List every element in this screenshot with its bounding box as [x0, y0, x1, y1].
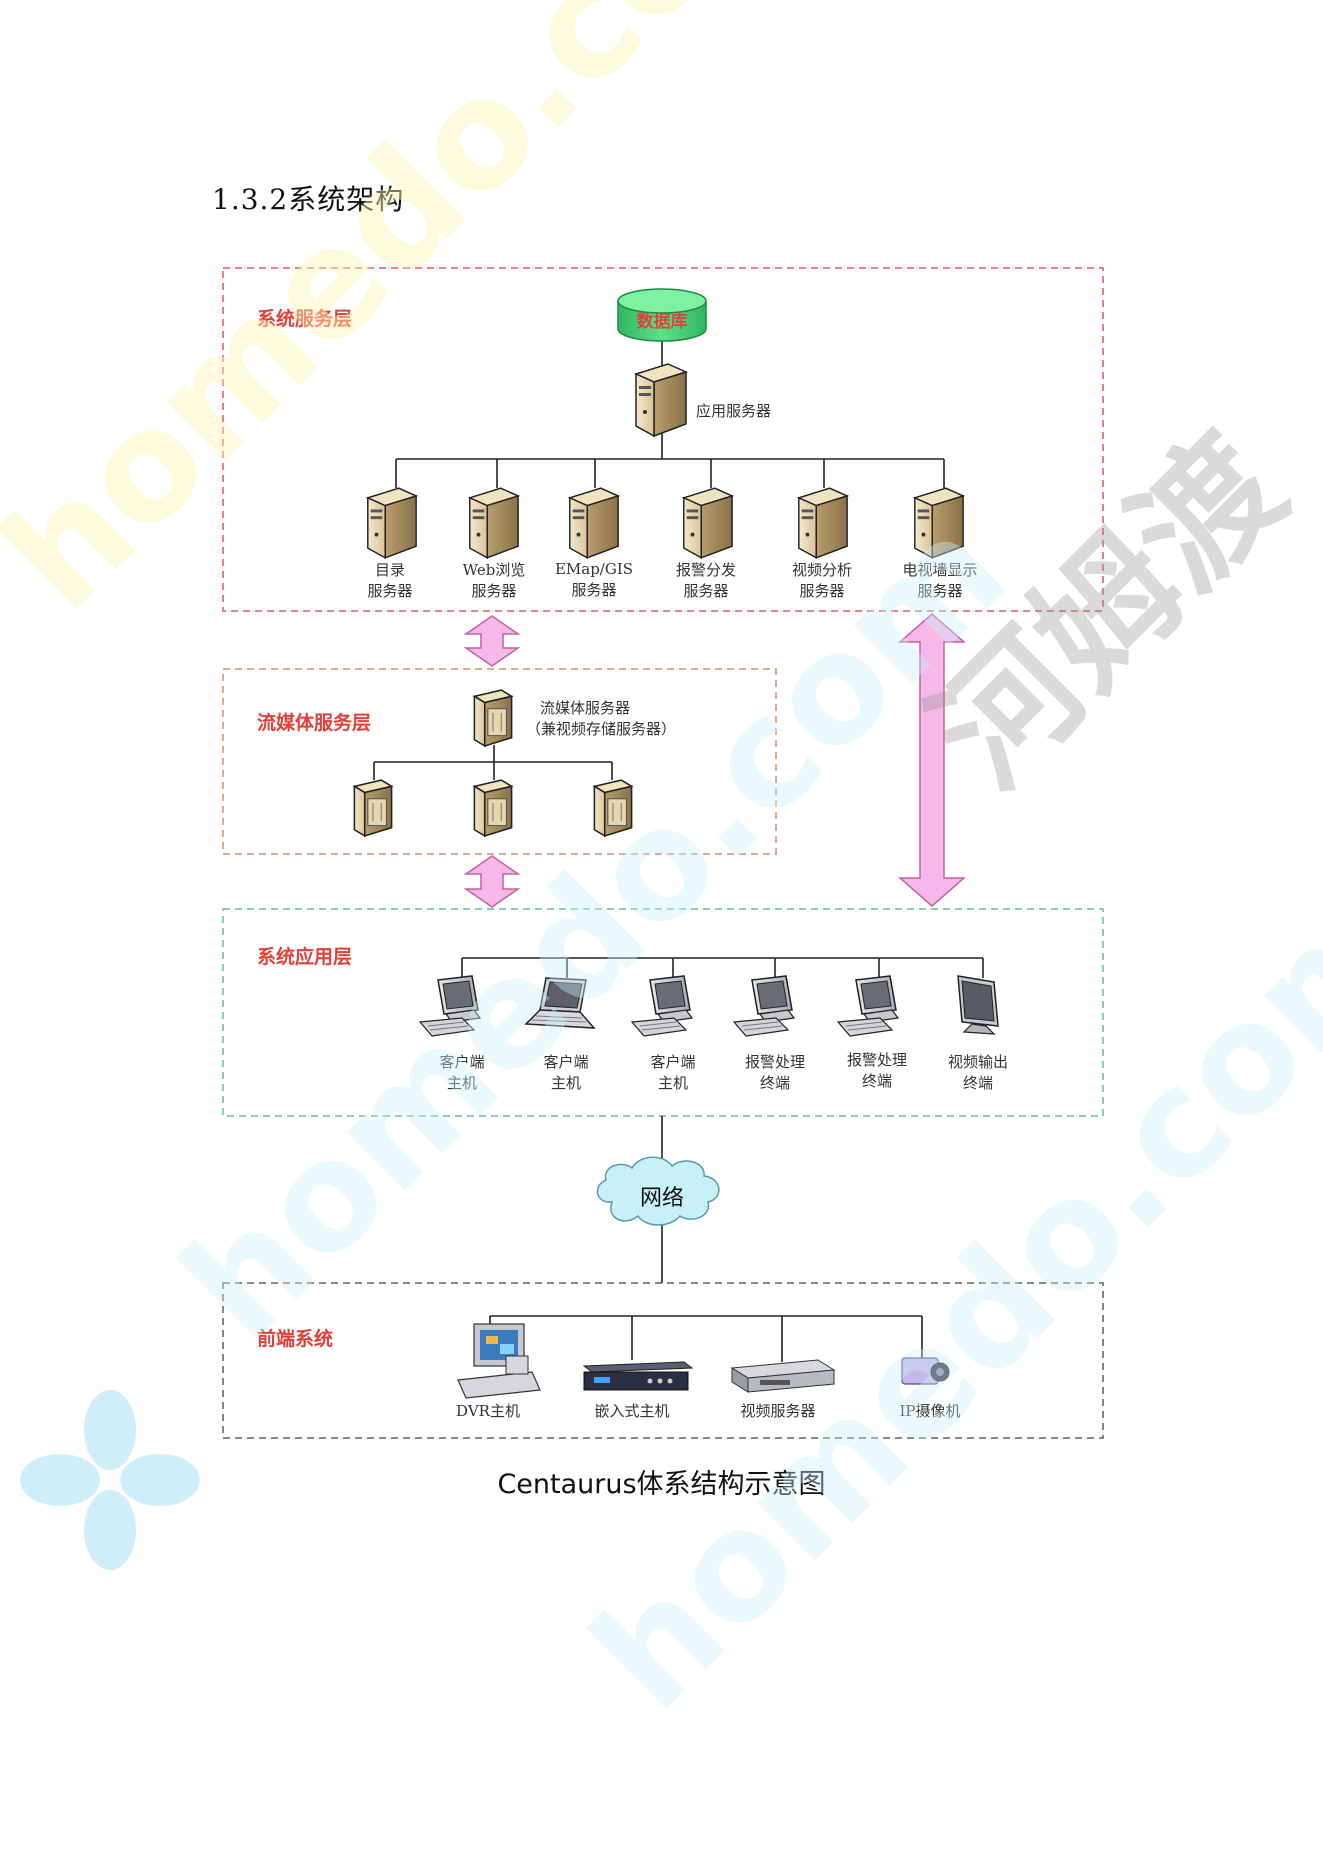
video-server-icon: [730, 1359, 836, 1393]
client-laptop-icon: [525, 977, 595, 1029]
logo-watermark-icon: [20, 1390, 200, 1570]
service-layer-label: 系统服务层: [257, 308, 353, 330]
client-host-label: 客户端主机: [543, 1053, 589, 1092]
ip-camera-label: IP摄像机: [899, 1402, 961, 1420]
client-desktop-icon: [419, 975, 481, 1037]
figure-caption: Centaurus体系结构示意图: [497, 1469, 826, 1500]
application-layer-label: 系统应用层: [257, 946, 353, 968]
application-layer-box: [222, 908, 1104, 1117]
ip-camera-icon: [901, 1357, 950, 1385]
web-server-label: Web浏览服务器: [462, 561, 526, 600]
network-label: 网络: [639, 1186, 684, 1211]
alarm-terminal-icon: [837, 975, 899, 1037]
video-analysis-server-label: 视频分析服务器: [791, 561, 853, 600]
connection-lines: [373, 340, 984, 1362]
frontend-layer-label: 前端系统: [257, 1328, 334, 1350]
web-server-icon: [469, 487, 519, 559]
alarm-terminal-label: 报警处理终端: [744, 1053, 806, 1092]
alarm-terminal-icon: [733, 975, 795, 1037]
stream-node-icon: [473, 779, 513, 837]
network-cloud-icon: [596, 1156, 720, 1226]
double-arrow-icon: [463, 615, 521, 667]
embedded-host-label: 嵌入式主机: [594, 1402, 670, 1420]
tv-wall-server-icon: [914, 487, 964, 559]
stream-node-icon: [353, 779, 393, 837]
video-output-terminal-icon: [957, 975, 999, 1035]
dvr-host-icon: [457, 1323, 541, 1399]
stream-server-icon: [473, 689, 513, 747]
streaming-layer-box: [222, 668, 777, 855]
app-server-label: 应用服务器: [696, 402, 772, 420]
tv-wall-server-label: 电视墙显示服务器: [902, 561, 978, 600]
double-arrow-icon: [463, 855, 521, 908]
client-desktop-icon: [631, 975, 693, 1037]
service-layer-box: [222, 267, 1104, 612]
stream-server-label: 流媒体服务器 （兼视频存储服务器）: [526, 699, 677, 738]
directory-server-icon: [367, 487, 417, 559]
alarm-dispatch-server-label: 报警分发服务器: [675, 561, 737, 600]
frontend-layer-box: [222, 1282, 1104, 1439]
directory-server-label: 目录服务器: [367, 561, 413, 600]
double-arrow-icon: [898, 613, 966, 907]
database-icon: [617, 288, 707, 342]
alarm-terminal-label: 报警处理终端: [846, 1051, 908, 1090]
database-label: 数据库: [636, 312, 688, 332]
alarm-dispatch-server-icon: [683, 487, 733, 559]
section-heading: 1.3.2系统架构: [212, 183, 405, 216]
client-host-label: 客户端主机: [439, 1053, 485, 1092]
embedded-host-icon: [582, 1361, 694, 1391]
client-host-label: 客户端主机: [650, 1053, 696, 1092]
streaming-layer-label: 流媒体服务层: [257, 712, 372, 734]
video-output-terminal-label: 视频输出终端: [947, 1053, 1009, 1092]
emap-gis-server-icon: [569, 487, 619, 559]
dvr-host-label: DVR主机: [456, 1402, 520, 1420]
stream-node-icon: [593, 779, 633, 837]
app-server-icon: [635, 363, 687, 437]
video-server-label: 视频服务器: [740, 1402, 816, 1420]
video-analysis-server-icon: [798, 487, 848, 559]
